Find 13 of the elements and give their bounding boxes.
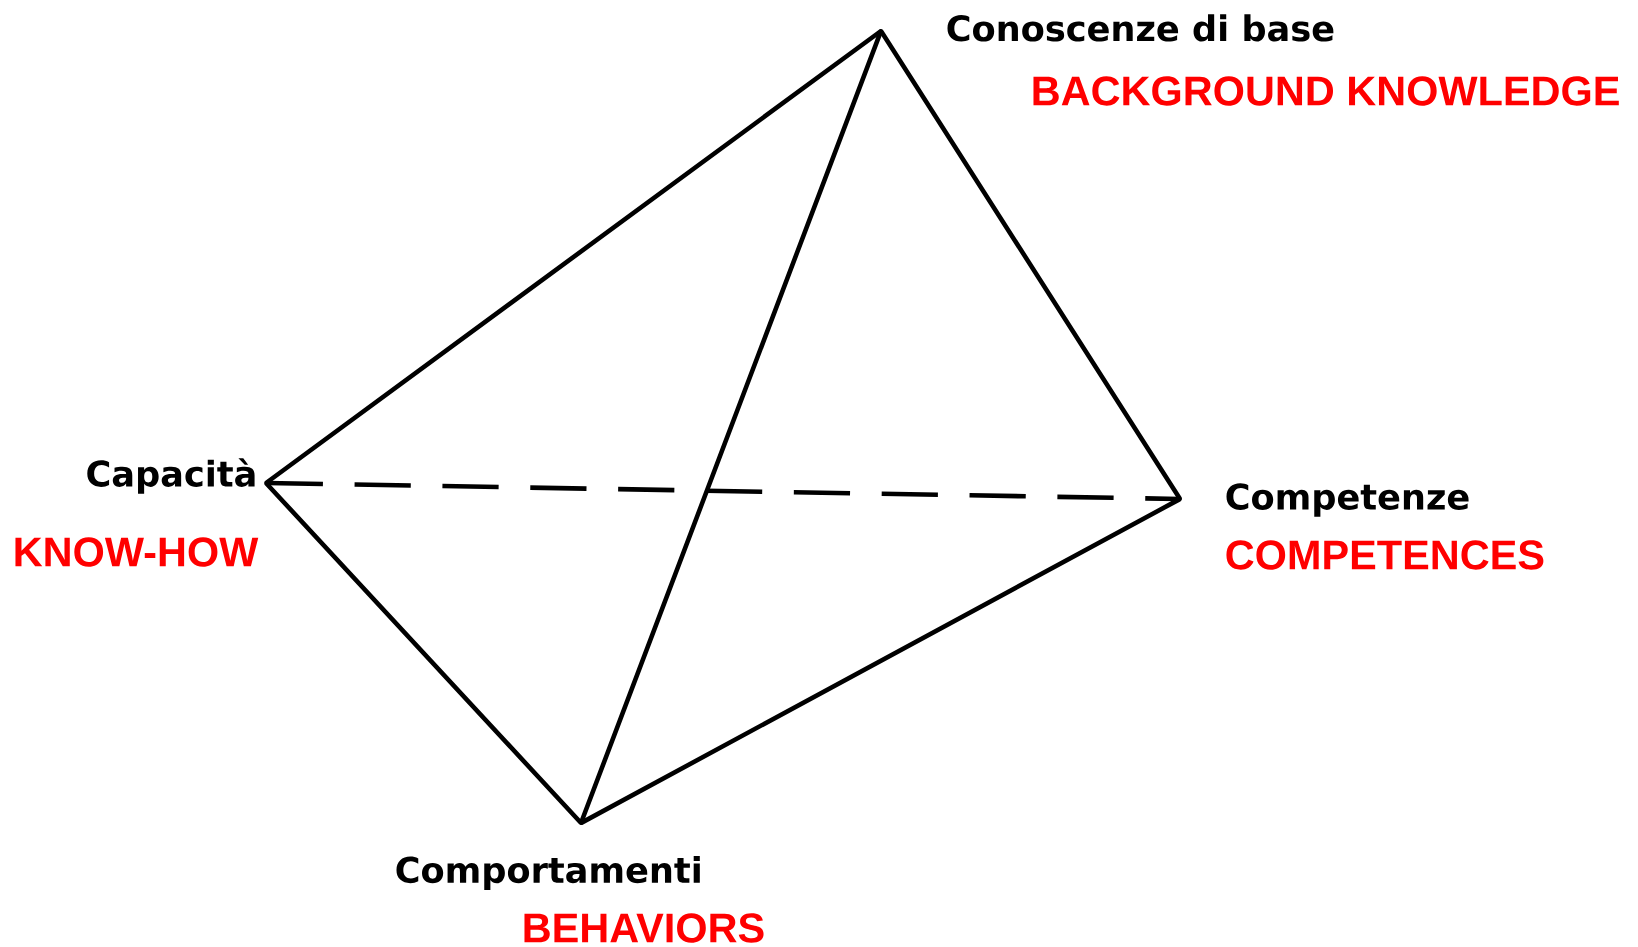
vertex-label: KNOW-HOW — [15, 537, 259, 567]
dashed-line — [266, 480, 1180, 502]
edge-line — [579, 497, 1182, 825]
edge-line — [879, 29, 1182, 501]
vertex-label: Conoscenze di base — [947, 14, 1334, 42]
vertex-label: COMPETENCES — [1226, 540, 1544, 570]
vertex-label: Capacità — [87, 458, 255, 494]
vertex-label: Comportamenti — [396, 855, 700, 891]
edge-line — [264, 481, 583, 825]
vertex-label: BACKGROUND KNOWLEDGE — [1033, 76, 1619, 106]
vertex-label: BEHAVIORS — [524, 913, 764, 943]
vertex-label: Competenze — [1226, 483, 1469, 517]
edge-line — [264, 29, 883, 485]
